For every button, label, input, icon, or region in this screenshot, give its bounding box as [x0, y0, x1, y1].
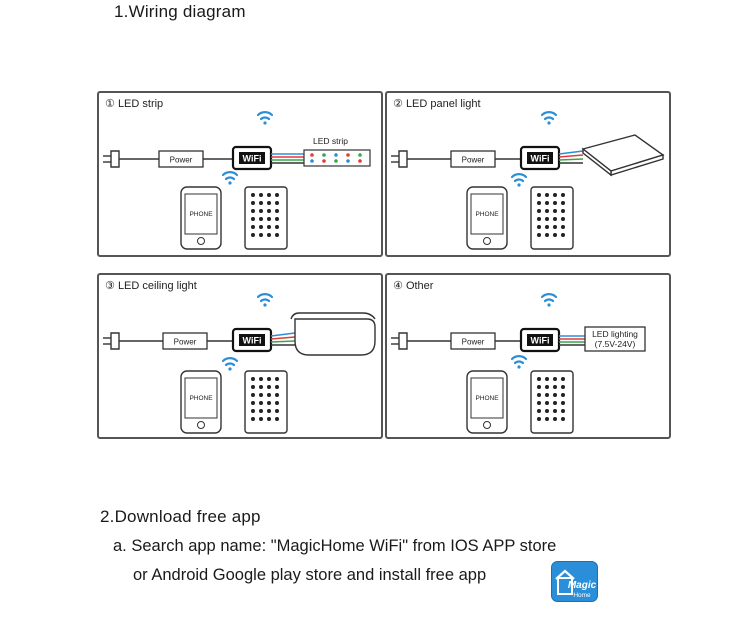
rgb-wires — [558, 150, 584, 164]
wifi-signal-icon — [510, 173, 528, 187]
panel-led-ceiling-light: ③ LED ceiling light Power WiFi — [97, 273, 383, 439]
panel-title: LED panel light — [405, 98, 481, 110]
wifi-signal-icon — [540, 111, 558, 125]
phone-label: PHONE — [189, 211, 213, 218]
instruction-line-a: a. Search app name: "MagicHome WiFi" fro… — [113, 537, 557, 555]
remote-icon — [530, 370, 574, 434]
panel-number: ④ — [393, 280, 403, 292]
power-label: Power — [462, 156, 485, 165]
panel-led-strip: ① LED strip Power WiFi LED strip — [97, 91, 383, 257]
instruction-line-b: or Android Google play store and install… — [133, 566, 487, 584]
panel-title: LED strip — [117, 98, 164, 110]
panel-diagram: Power WiFi PHONE — [103, 293, 376, 434]
magichome-app-icon[interactable]: Magic Home — [551, 561, 598, 602]
plug-icon — [391, 150, 451, 168]
wifi-controller-label: WiFi — [243, 154, 262, 164]
phone-label: PHONE — [475, 395, 499, 402]
panel-diagram: Power WiFi LED lighting (7.5V-24V) PHONE — [391, 293, 646, 434]
panel-title: LED ceiling light — [117, 280, 197, 292]
section-wiring-title: 1.Wiring diagram — [114, 2, 246, 21]
led-panel-light — [581, 134, 665, 177]
rgb-wires — [559, 335, 585, 346]
wifi-controller-label: WiFi — [531, 154, 550, 164]
plug-icon — [103, 332, 163, 350]
panel-number: ② — [393, 98, 403, 110]
wifi-signal-icon — [256, 111, 274, 125]
rgb-wires — [270, 332, 296, 346]
phone-icon — [466, 186, 508, 250]
wifi-signal-icon — [221, 357, 239, 371]
load-sub-label: (7.5V-24V) — [595, 339, 636, 349]
remote-icon — [530, 186, 574, 250]
wifi-signal-icon — [510, 355, 528, 369]
panel-number: ③ — [105, 280, 115, 292]
remote-icon — [244, 186, 288, 250]
panel-diagram: Power WiFi PHONE — [391, 111, 665, 250]
led-ceiling-light — [290, 312, 376, 356]
phone-icon — [180, 370, 222, 434]
load-label: LED lighting — [592, 329, 638, 339]
panel-other: ④ Other Power WiFi LED lighting (7.5V-24… — [385, 273, 671, 439]
plug-icon — [391, 332, 451, 350]
power-label: Power — [174, 338, 197, 347]
app-icon-text: Magic — [568, 580, 597, 591]
led-dots — [310, 153, 362, 163]
remote-icon — [244, 370, 288, 434]
phone-icon — [180, 186, 222, 250]
power-label: Power — [170, 156, 193, 165]
load-label: LED strip — [313, 136, 348, 146]
section-download-title: 2.Download free app — [100, 507, 261, 526]
phone-label: PHONE — [189, 395, 213, 402]
wifi-controller-label: WiFi — [243, 336, 262, 346]
led-lighting-box — [584, 326, 646, 352]
phone-label: PHONE — [475, 211, 499, 218]
led-strip — [303, 149, 371, 167]
plug-icon — [103, 150, 159, 168]
wifi-signal-icon — [221, 171, 239, 185]
phone-icon — [466, 370, 508, 434]
panel-number: ① — [105, 98, 115, 110]
panel-diagram: Power WiFi LED strip — [103, 111, 371, 250]
rgb-wires — [271, 153, 304, 164]
power-label: Power — [462, 338, 485, 347]
app-icon-sub: Home — [573, 592, 591, 599]
wifi-signal-icon — [540, 293, 558, 307]
wifi-controller-label: WiFi — [531, 336, 550, 346]
panel-led-panel-light: ② LED panel light Power WiFi — [385, 91, 671, 257]
panel-title: Other — [405, 280, 434, 292]
wifi-signal-icon — [256, 293, 274, 307]
